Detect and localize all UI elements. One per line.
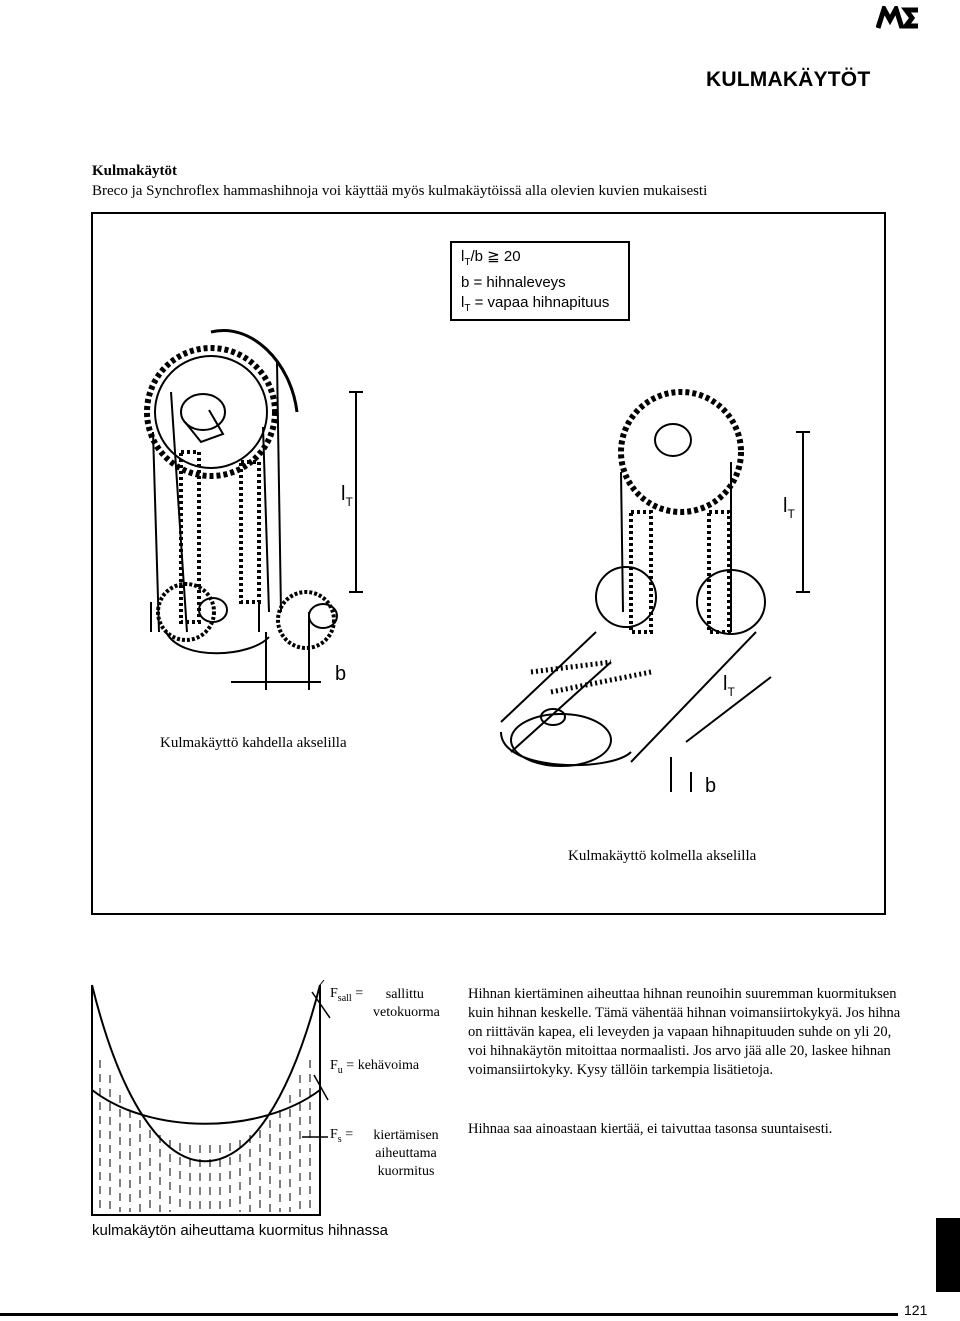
section-tab-marker <box>936 1218 960 1292</box>
fs-description: kiertämisen aiheuttama kuormitus <box>373 1128 439 1179</box>
fs-symbol: Fs = <box>330 1127 354 1145</box>
b-label-2: b <box>705 775 716 797</box>
lt-label-2: lT <box>783 495 795 521</box>
logo-text: ME <box>876 6 878 7</box>
lt-label-3: lT <box>723 673 735 699</box>
caption-three-shafts: Kulmakäyttö kolmella akselilla <box>568 848 757 864</box>
fsall-description: sallittu vetokuorma <box>373 987 440 1020</box>
section-title: Kulmakäytöt <box>92 163 178 179</box>
load-diagram-caption: kulmakäytön aiheuttama kuormitus hihnass… <box>92 1222 388 1239</box>
lt-label-1: lT <box>341 483 353 509</box>
legend-box: lT/b ≧ 20 b = hihnaleveys lT = vapaa hih… <box>450 241 630 321</box>
legend-ratio: lT/b ≧ 20 <box>461 248 521 268</box>
fsall-symbol: Fsall = <box>330 986 364 1004</box>
page-number: 121 <box>904 1302 928 1318</box>
fu-label: Fu = kehävoima <box>330 1058 420 1076</box>
three-shaft-drive <box>500 389 810 792</box>
page-title: KULMAKÄYTÖT <box>706 68 871 91</box>
two-shaft-drive <box>144 329 363 690</box>
caption-two-shafts: Kulmakäyttö kahdella akselilla <box>160 735 347 751</box>
me-logo: ME <box>876 6 918 29</box>
load-distribution-diagram <box>91 980 331 1216</box>
angle-drive-illustration: lT b lT lT b <box>144 329 810 797</box>
intro-text: Breco ja Synchroflex hammashihnoja voi k… <box>92 183 708 199</box>
legend-width: b = hihnaleveys <box>461 274 566 291</box>
b-label-1: b <box>335 663 346 685</box>
body-paragraph-1: Hihnan kiertäminen aiheuttaa hihnan reun… <box>468 986 901 1078</box>
legend-free-length: lT = vapaa hihnapituus <box>461 294 610 314</box>
footer-rule <box>0 1313 898 1316</box>
body-paragraph-2: Hihnaa saa ainoastaan kiertää, ei taivut… <box>468 1121 833 1137</box>
figure-frame <box>91 212 886 915</box>
